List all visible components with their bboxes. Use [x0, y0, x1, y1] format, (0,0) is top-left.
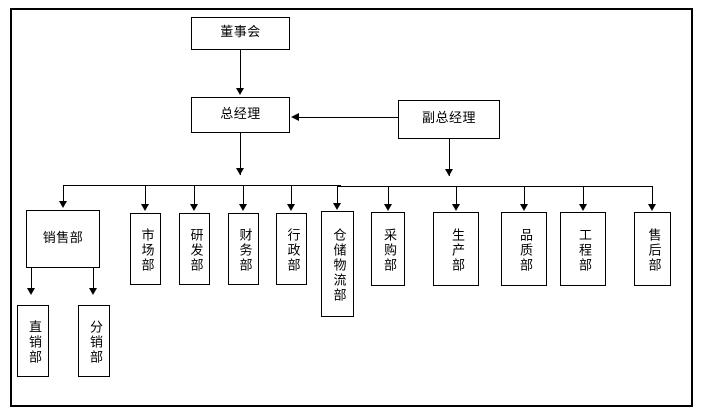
- arrowhead-dgm-to-prod: [452, 204, 460, 211]
- node-finance[interactable]: 财务部: [228, 213, 259, 285]
- node-sales-label: 销售部: [42, 230, 84, 246]
- node-engineering[interactable]: 工程部: [560, 212, 606, 286]
- edge-gm-to-rd: [194, 185, 195, 207]
- node-direct-sales-label: 直销部: [26, 319, 42, 365]
- node-board-label: 董事会: [220, 25, 261, 41]
- node-finance-label: 财务部: [236, 227, 252, 273]
- node-after-sales-label: 售后部: [645, 227, 661, 273]
- bus-dgm-horizontal: [337, 186, 652, 187]
- edge-dgm-to-logi: [337, 186, 338, 207]
- edge-dgm-to-gm: [299, 117, 398, 118]
- edge-board-to-gm: [240, 50, 241, 90]
- node-marketing[interactable]: 市场部: [130, 213, 161, 285]
- node-general-manager-label: 总经理: [220, 106, 261, 122]
- node-warehouse-logistics-label: 仓储物流部: [330, 227, 346, 303]
- arrowhead-dgm-to-purch: [384, 204, 392, 211]
- node-general-manager[interactable]: 总经理: [191, 97, 290, 133]
- arrowhead-board-to-gm: [236, 88, 244, 95]
- node-purchasing[interactable]: 采购部: [371, 212, 405, 286]
- node-production-label: 生产部: [449, 227, 465, 273]
- node-deputy-general-manager-label: 副总经理: [421, 111, 476, 127]
- arrowhead-sales-to-distrib: [89, 288, 97, 295]
- arrowhead-gm-to-admin: [287, 204, 295, 211]
- node-engineering-label: 工程部: [576, 227, 592, 273]
- edge-dgm-to-prod: [456, 186, 457, 207]
- arrowhead-gm-to-sales: [59, 201, 67, 208]
- edge-gm-to-market: [145, 185, 146, 207]
- node-quality-label: 品质部: [517, 227, 533, 273]
- arrowhead-gm-to-finance: [239, 204, 247, 211]
- arrowhead-dgm-to-qa: [520, 204, 528, 211]
- edge-gm-trunk: [240, 133, 241, 175]
- node-rnd[interactable]: 研发部: [179, 213, 210, 285]
- arrowhead-dgm-to-eng: [579, 204, 587, 211]
- arrowhead-dgm-to-service: [648, 204, 656, 211]
- edge-dgm-to-purch: [388, 186, 389, 207]
- node-board[interactable]: 董事会: [191, 17, 290, 50]
- diagram-border: [10, 8, 693, 407]
- edge-dgm-to-service: [652, 186, 653, 207]
- arrowhead-gm-trunk: [236, 168, 244, 175]
- edge-gm-to-sales: [63, 185, 64, 204]
- edge-gm-to-admin: [291, 185, 292, 207]
- node-marketing-label: 市场部: [138, 227, 154, 273]
- node-sales[interactable]: 销售部: [26, 210, 100, 268]
- node-quality[interactable]: 品质部: [501, 212, 547, 286]
- node-distribution-label: 分销部: [87, 319, 103, 365]
- arrowhead-dgm-to-logi: [333, 203, 341, 210]
- arrowhead-dgm-trunk: [445, 169, 453, 176]
- node-warehouse-logistics[interactable]: 仓储物流部: [321, 211, 354, 317]
- node-administration-label: 行政部: [284, 227, 300, 273]
- bus-gm-horizontal: [63, 185, 341, 186]
- node-direct-sales[interactable]: 直销部: [17, 305, 49, 377]
- node-administration[interactable]: 行政部: [276, 213, 307, 285]
- arrowhead-dgm-to-gm: [291, 113, 299, 121]
- node-after-sales[interactable]: 售后部: [634, 212, 671, 286]
- node-purchasing-label: 采购部: [381, 227, 397, 273]
- node-distribution[interactable]: 分销部: [78, 305, 110, 377]
- edge-dgm-to-eng: [583, 186, 584, 207]
- edge-dgm-to-qa: [524, 186, 525, 207]
- edge-sales-to-direct: [31, 268, 32, 291]
- node-deputy-general-manager[interactable]: 副总经理: [398, 100, 500, 139]
- node-rnd-label: 研发部: [187, 227, 203, 273]
- arrowhead-sales-to-direct: [27, 288, 35, 295]
- arrowhead-gm-to-market: [141, 204, 149, 211]
- node-production[interactable]: 生产部: [433, 212, 479, 286]
- edge-sales-to-distrib: [93, 268, 94, 291]
- arrowhead-gm-to-rd: [190, 204, 198, 211]
- edge-dgm-trunk: [449, 139, 450, 176]
- edge-gm-to-finance: [243, 185, 244, 207]
